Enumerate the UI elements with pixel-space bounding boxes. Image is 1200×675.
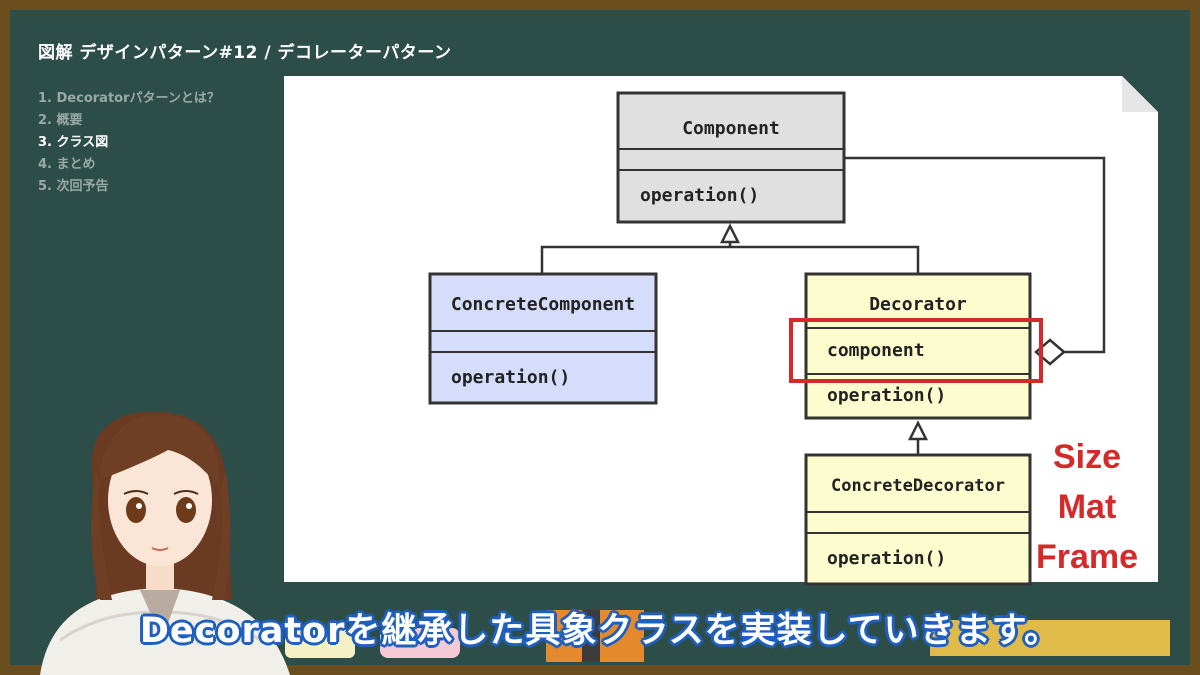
decorative-card [285,630,355,658]
concrete-component-class-box: ConcreteComponent operation() [428,272,658,405]
table-of-contents: 1. Decoratorパターンとは？ 2. 概要 3. クラス図 4. まとめ… [38,88,220,198]
inheritance-arrow-icon [907,420,929,441]
class-name: Decorator [869,294,967,315]
class-name: Component [682,118,780,139]
annotation-note: Size Mat Frame [1022,432,1152,582]
component-class-box: Component operation() [616,91,846,224]
class-name: ConcreteComponent [451,294,635,315]
toc-item: 1. Decoratorパターンとは？ [38,91,220,106]
page-title: 図解 デザインパターン#12 / デコレーターパターン [38,43,452,63]
decorative-card [380,628,460,658]
channel-logo-icon [930,620,1170,656]
concrete-decorator-class-box: ConcreteDecorator operation() [804,453,1032,586]
toc-item: 4. まとめ [38,157,96,172]
caption-subtitle: Decoratorを継承した具象クラスを実装していきます。 [139,611,1061,651]
note-line: Size [1052,438,1122,476]
inheritance-arrow-icon [719,223,741,244]
toc-item: 2. 概要 [38,113,83,128]
decorator-class-box: Decorator component operation() [789,272,1043,420]
highlight-box [789,318,1043,383]
class-name: ConcreteDecorator [831,476,1005,496]
avatar-character-icon [40,411,290,675]
class-field: component [827,340,925,361]
class-method: operation() [827,548,946,569]
note-line: Mat [1057,488,1117,526]
toc-item: 5. 次回予告 [38,179,109,194]
aggregation-line [845,156,1106,354]
decorative-book-spine [582,610,600,662]
class-method: operation() [640,185,759,206]
class-method: operation() [827,385,946,406]
note-line: Frame [1035,538,1139,576]
class-method: operation() [451,367,570,388]
toc-item: 3. クラス図 [38,135,109,150]
